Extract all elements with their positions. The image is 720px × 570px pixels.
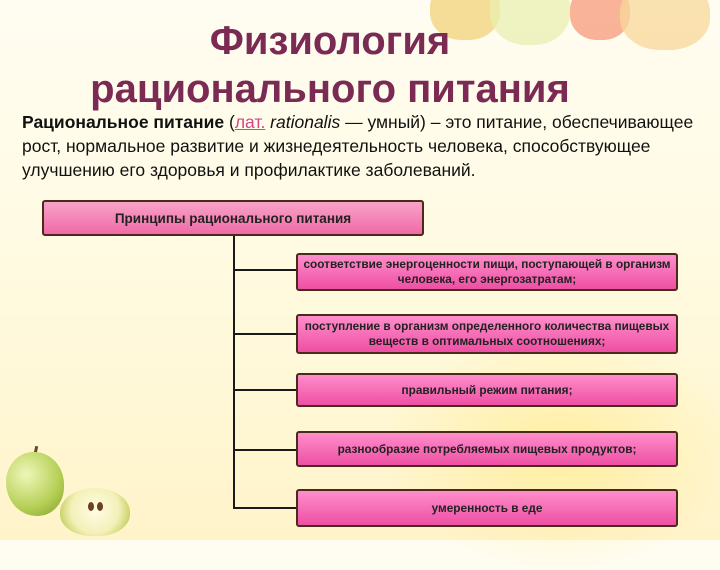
- intro-definition: – это питание, обеспечивающее рост, норм…: [22, 112, 694, 180]
- connector-line-2: [233, 333, 296, 335]
- connector-line-1: [233, 269, 296, 271]
- intro-term: Рациональное питание: [22, 112, 225, 132]
- page-title-line-1: Физиология: [209, 19, 451, 63]
- principle-box-2: поступление в организм определенного кол…: [296, 314, 678, 354]
- lat-link[interactable]: лат.: [234, 112, 266, 132]
- apple-seed: [88, 502, 94, 511]
- principle-box-4: разнообразие потребляемых пищевых продук…: [296, 431, 678, 467]
- intro-paren-open: (: [224, 112, 235, 132]
- connector-line-5: [233, 507, 296, 509]
- fruit-decoration: [420, 0, 720, 60]
- principle-box-5: умеренность в еде: [296, 489, 678, 527]
- intro-paragraph: Рациональное питание (лат. rationalis — …: [22, 110, 712, 182]
- apple-seed: [97, 502, 103, 511]
- principle-box-3: правильный режим питания;: [296, 373, 678, 407]
- principle-box-1: соответствие энергоценности пищи, поступ…: [296, 253, 678, 291]
- page-title-line-2: рационального питания: [90, 67, 570, 111]
- apple-half-image: [60, 488, 130, 536]
- connector-line-4: [233, 449, 296, 451]
- principles-header-box: Принципы рационального питания: [42, 200, 424, 236]
- connector-vertical-line: [233, 236, 235, 508]
- green-apple-image: [6, 452, 64, 516]
- connector-line-3: [233, 389, 296, 391]
- latin-meaning: — умный): [340, 112, 426, 132]
- latin-word: rationalis: [265, 112, 341, 132]
